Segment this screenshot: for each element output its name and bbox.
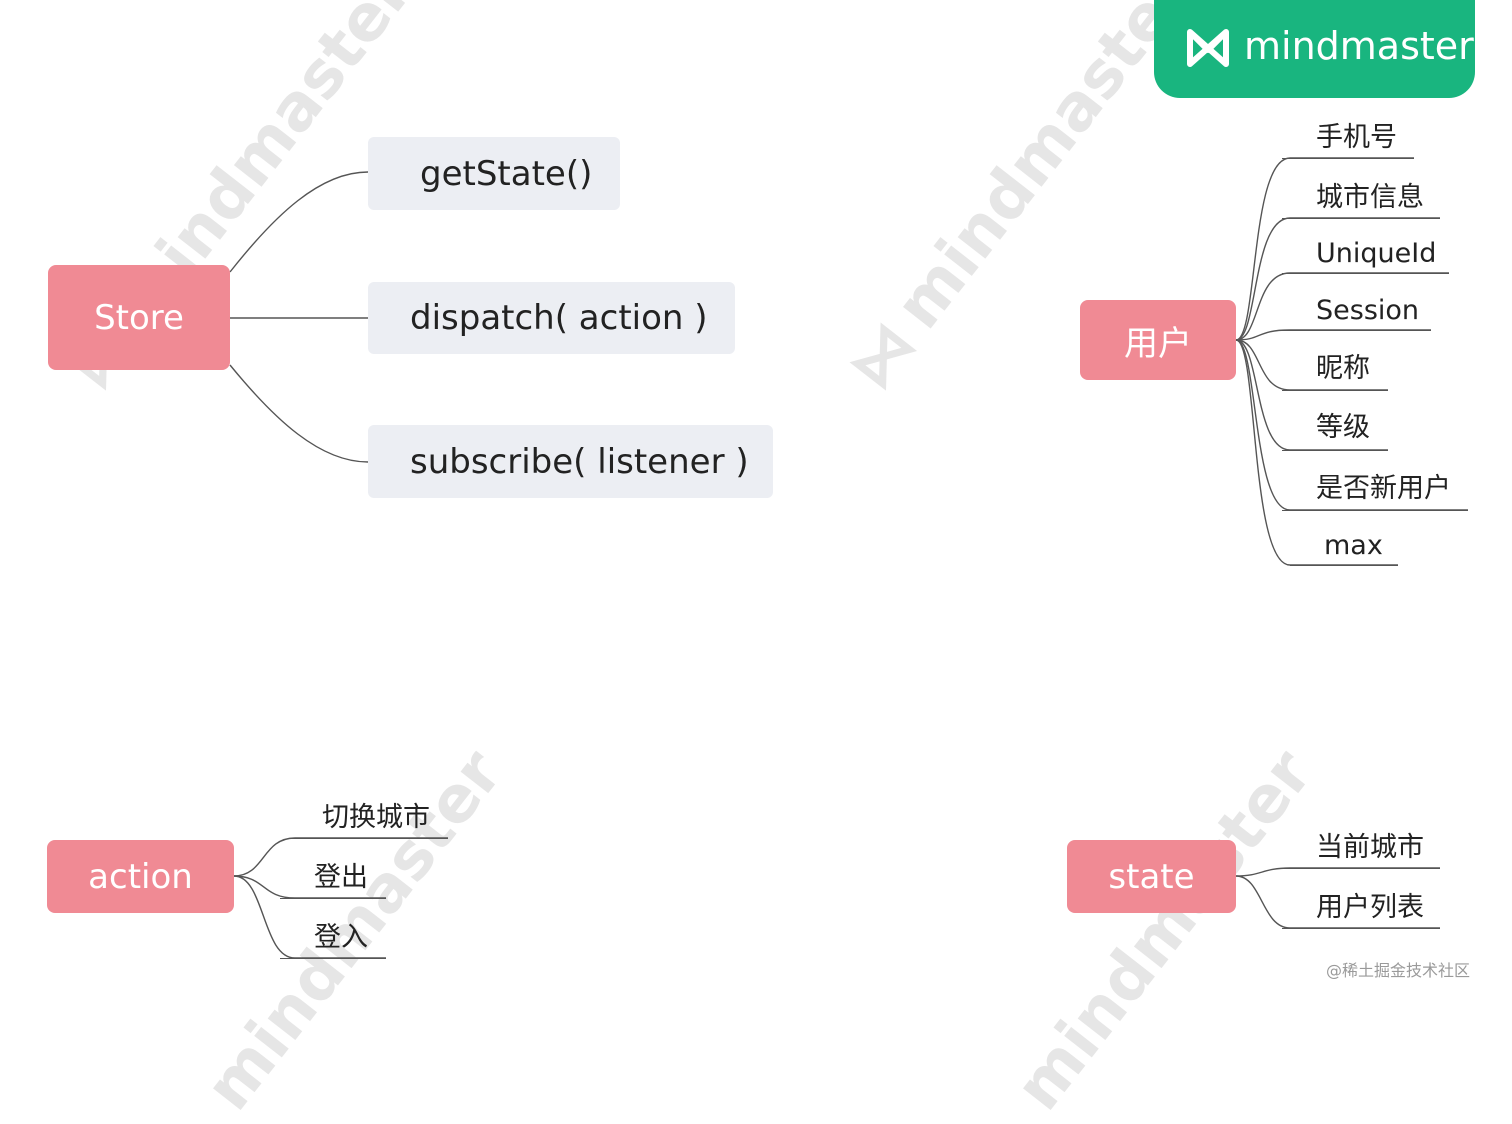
connector-user-5 — [1235, 339, 1388, 391]
connector-store-getstate — [229, 171, 369, 273]
leaf-current-city[interactable]: 当前城市 — [1282, 830, 1440, 869]
node-getstate[interactable]: getState() — [368, 137, 620, 210]
leaf-switch-city[interactable]: 切换城市 — [288, 800, 448, 839]
node-label: state — [1108, 856, 1195, 897]
leaf-logout[interactable]: 登出 — [280, 860, 386, 899]
leaf-label: 手机号 — [1316, 122, 1397, 153]
leaf-label: 城市信息 — [1316, 182, 1424, 213]
leaf-city-info[interactable]: 城市信息 — [1282, 180, 1440, 219]
connector-action-3 — [233, 875, 386, 959]
mindmaster-logo-badge: mindmaster — [1154, 0, 1475, 98]
connector-lines — [229, 157, 1468, 959]
leaf-phone[interactable]: 手机号 — [1282, 120, 1414, 159]
leaf-label: max — [1324, 530, 1383, 561]
leaf-label: UniqueId — [1316, 238, 1437, 269]
leaf-nickname[interactable]: 昵称 — [1282, 351, 1388, 391]
leaf-is-new-user[interactable]: 是否新用户 — [1282, 471, 1468, 511]
leaf-session[interactable]: Session — [1282, 293, 1431, 331]
leaf-login[interactable]: 登入 — [280, 920, 386, 959]
leaf-label: 等级 — [1316, 412, 1370, 443]
connector-user-7 — [1235, 339, 1468, 511]
connector-state-2 — [1235, 875, 1440, 929]
connector-user-1 — [1235, 157, 1414, 341]
node-subscribe[interactable]: subscribe( listener ) — [368, 425, 773, 498]
logo-text: mindmaster — [1244, 24, 1474, 68]
leaf-label: 登入 — [314, 922, 368, 953]
connector-user-2 — [1235, 217, 1440, 341]
connector-user-6 — [1235, 339, 1388, 451]
connector-user-4 — [1235, 329, 1431, 341]
connector-action-2 — [233, 875, 386, 899]
leaf-unique-id[interactable]: UniqueId — [1282, 236, 1449, 274]
connector-user-8 — [1235, 339, 1398, 566]
node-label: getState() — [420, 153, 593, 194]
node-label: Store — [94, 297, 184, 338]
mind-map-canvas: ⋈mindmaster ⋈mindmaster mindmaster mindm… — [47, 0, 1475, 1124]
mindmaster-logo-icon — [1187, 29, 1229, 67]
node-label: action — [88, 856, 193, 897]
connector-store-subscribe — [229, 364, 369, 463]
leaf-level[interactable]: 等级 — [1282, 410, 1388, 451]
root-node-store[interactable]: Store — [48, 265, 230, 370]
node-dispatch[interactable]: dispatch( action ) — [368, 282, 735, 354]
leaf-label: 用户列表 — [1316, 892, 1424, 923]
leaf-label: 是否新用户 — [1316, 473, 1451, 504]
node-label: dispatch( action ) — [410, 298, 708, 338]
leaf-label: 切换城市 — [322, 802, 430, 833]
root-node-state[interactable]: state — [1067, 840, 1236, 913]
leaf-label: 登出 — [314, 862, 368, 893]
connector-state-1 — [1235, 867, 1440, 877]
node-label: 用户 — [1124, 323, 1192, 364]
leaf-label: Session — [1316, 295, 1420, 326]
leaf-label: 当前城市 — [1316, 832, 1424, 863]
leaf-user-list[interactable]: 用户列表 — [1282, 890, 1440, 929]
root-node-action[interactable]: action — [47, 840, 234, 913]
source-credit: @稀土掘金技术社区 — [1326, 961, 1471, 980]
node-label: subscribe( listener ) — [410, 441, 749, 482]
leaf-label: 昵称 — [1316, 353, 1370, 384]
leaf-max[interactable]: max — [1290, 528, 1398, 566]
root-node-user[interactable]: 用户 — [1080, 300, 1236, 380]
